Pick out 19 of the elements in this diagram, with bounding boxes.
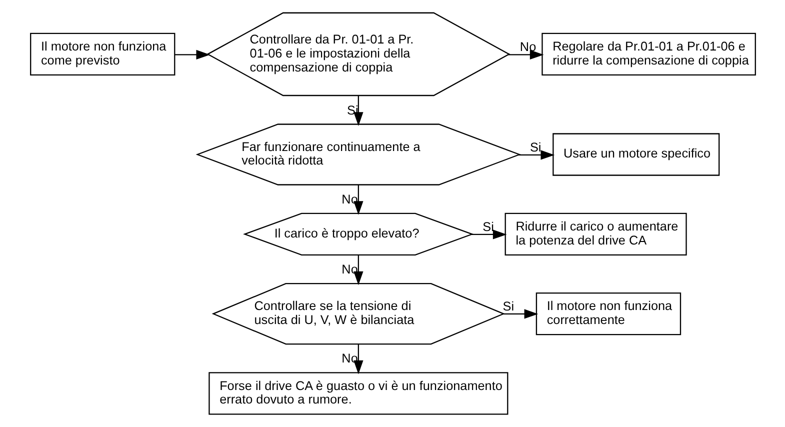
arrow [518,150,554,160]
arrow [353,184,363,215]
arrow [353,96,363,126]
node-box: Regolare da Pr.01-01 a Pr.01-06 e ridurre la compensazione di coppia [541,32,756,76]
node-box: Il motore non funziona come previsto [30,32,175,76]
arrow [353,255,363,286]
arrow [471,230,506,240]
edge-label: Si [529,140,541,154]
arrow [508,50,544,60]
edge-label: Si [482,220,494,234]
arrow [353,344,363,374]
arrow [174,50,210,60]
edge-label: No [519,40,536,54]
node-box: Usare un motore specifico [552,133,720,176]
node-box: Ridurre il carico o aumentare la potenza del drive CA [504,212,686,256]
node-box: Forse il drive CA è guasto o vi è un funzionamento errato dovuto a rumore. [208,372,508,415]
edge-label: Si [502,299,514,314]
node-box: Il motore non funziona correttamente [535,292,681,336]
arrow [503,309,538,319]
